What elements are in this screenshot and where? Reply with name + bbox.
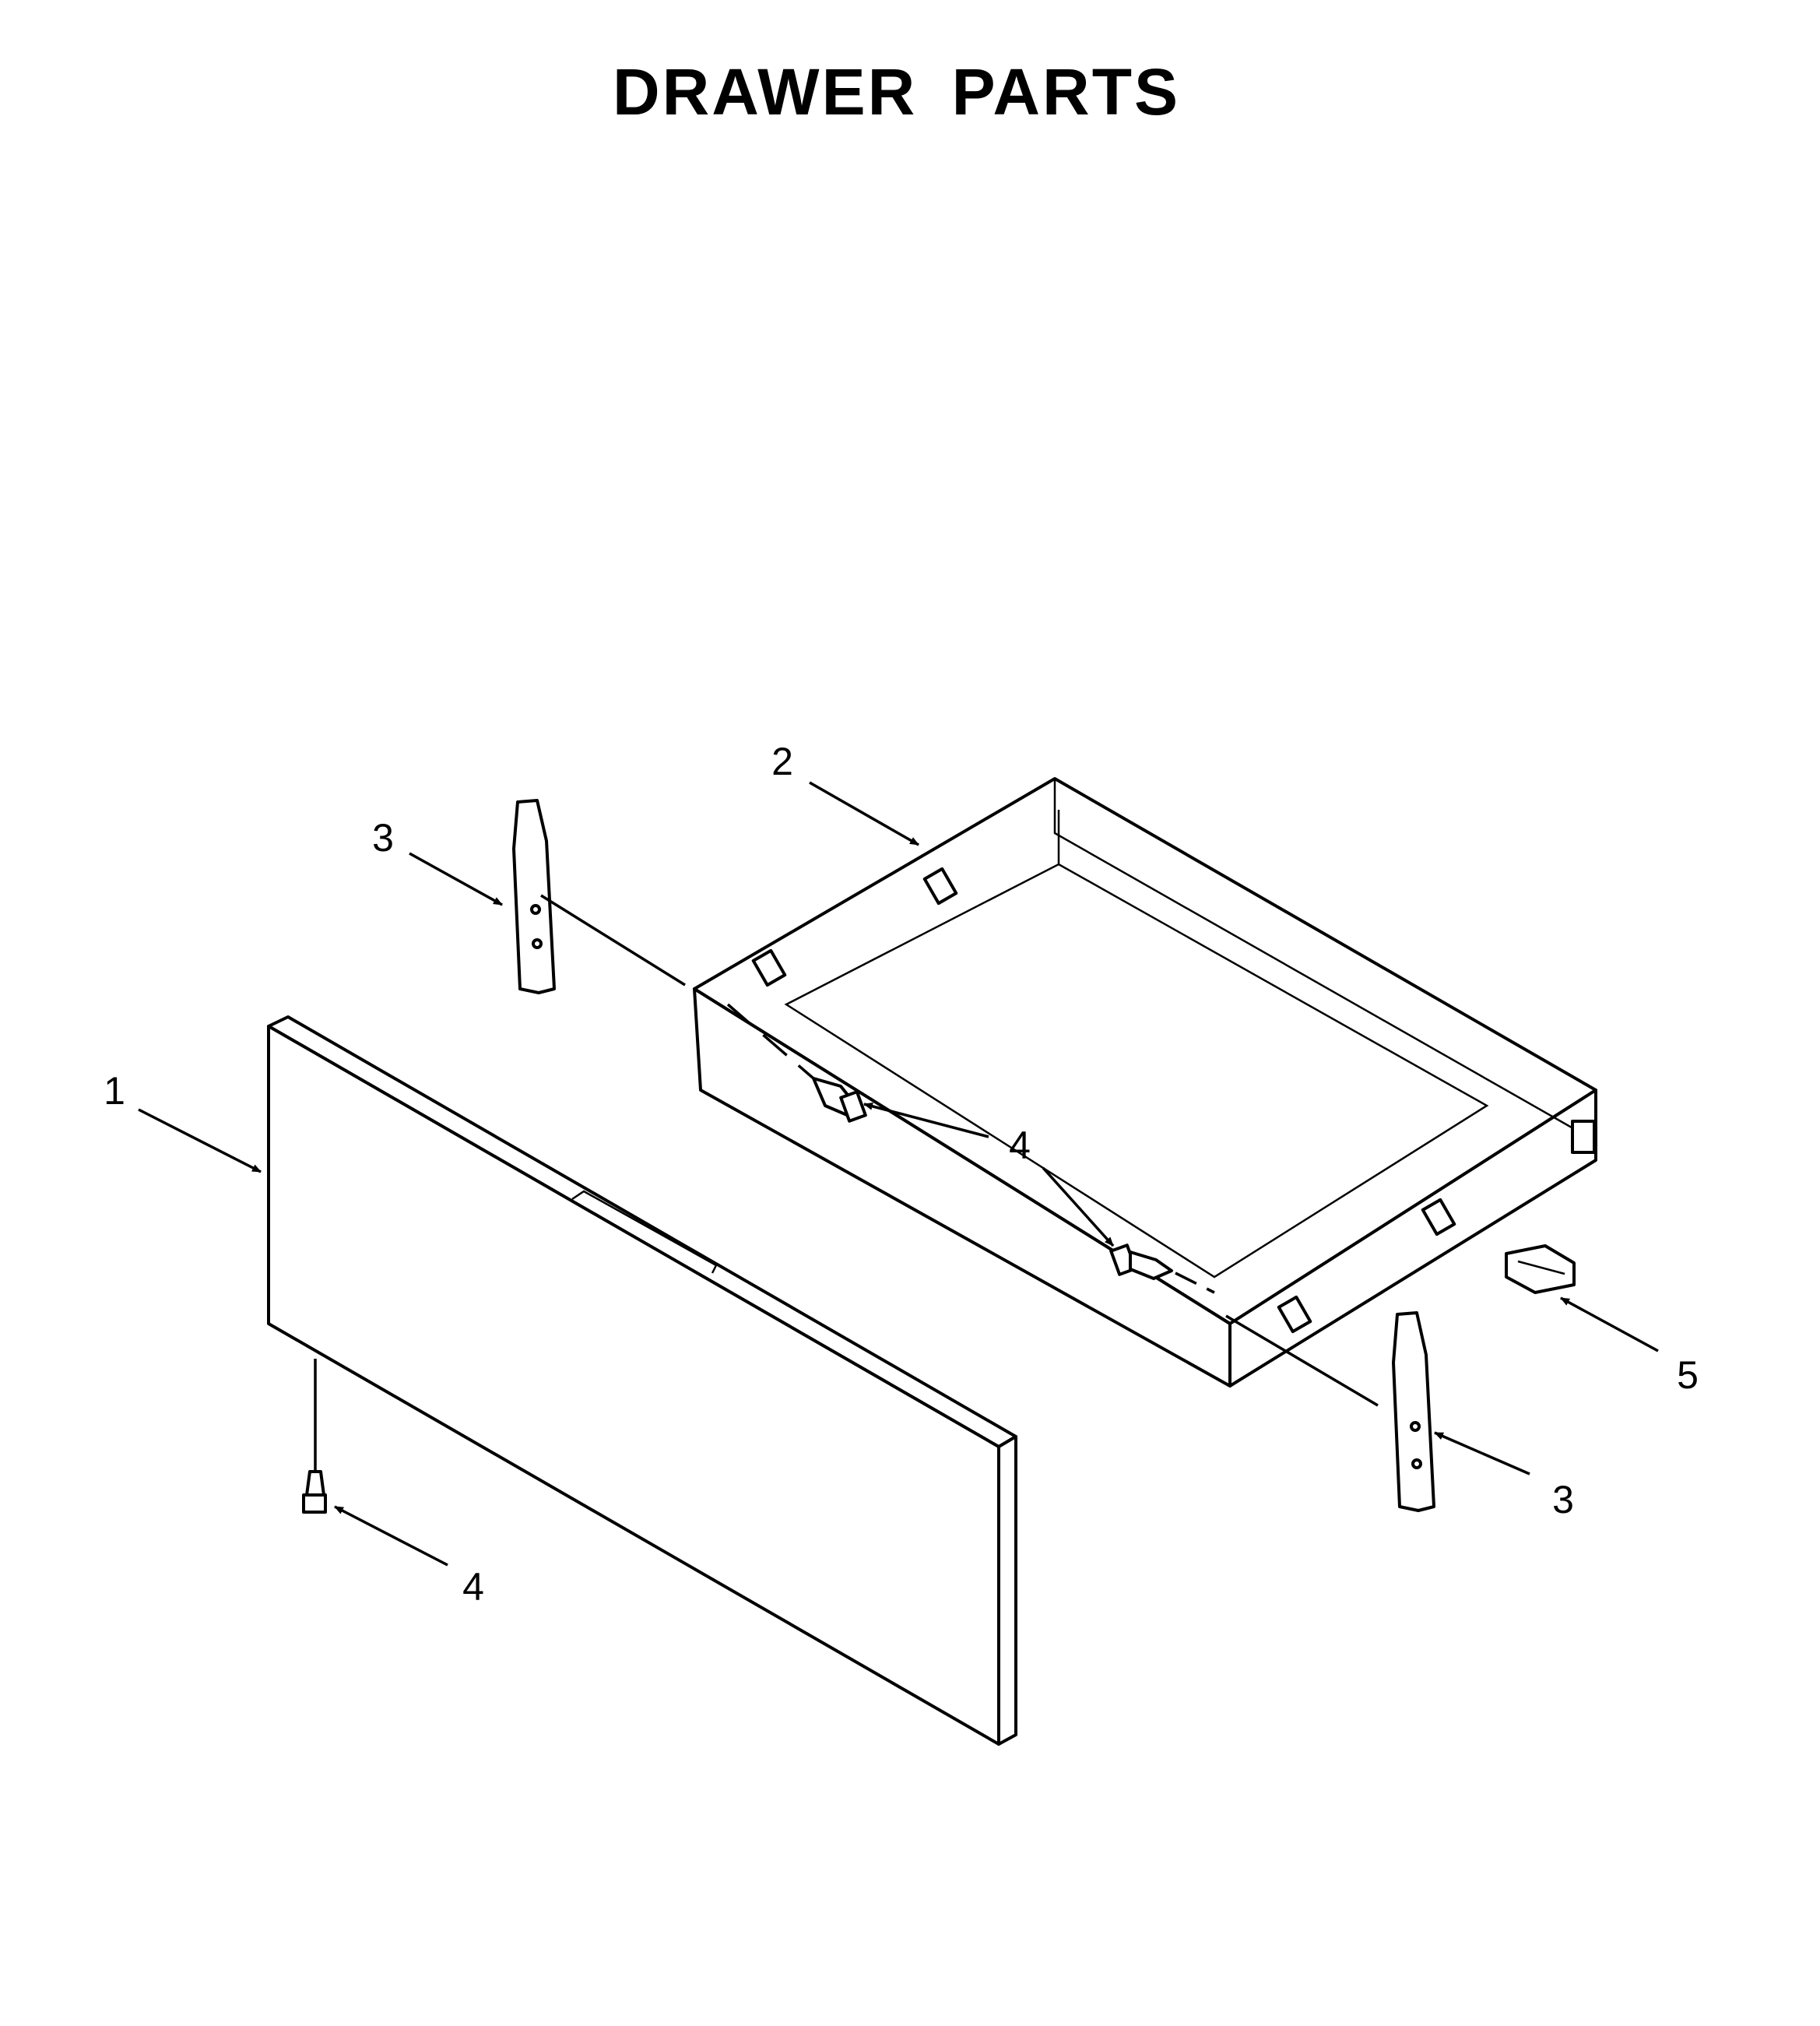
callout-4-upper: 4 (1009, 1124, 1031, 1167)
assembly-line (1225, 1314, 1379, 1407)
drawer-bracket-right (1392, 1311, 1435, 1512)
leader-arrow (138, 1108, 262, 1173)
assembly-line (726, 1003, 815, 1080)
leader-arrow (1042, 1166, 1115, 1247)
callout-3-left: 3 (372, 816, 394, 860)
screw-upper (812, 1077, 867, 1123)
screw-lower (302, 1470, 327, 1514)
leader-arrow (334, 1505, 448, 1567)
drawer-bracket-left (512, 799, 556, 994)
screw-middle (1109, 1243, 1173, 1280)
callout-2: 2 (771, 740, 793, 783)
leader-arrow (863, 1102, 989, 1138)
assembly-line (1175, 1272, 1215, 1294)
drawer-front-panel (267, 1015, 1017, 1746)
callout-3-right: 3 (1552, 1478, 1574, 1521)
callout-1: 1 (104, 1069, 125, 1113)
drawer-clip (1505, 1244, 1576, 1294)
diagram-title: DRAWER PARTS (612, 55, 1181, 128)
assembly-line (540, 894, 686, 987)
callout-4-lower: 4 (462, 1565, 484, 1609)
leader-arrow (809, 781, 919, 846)
callout-5: 5 (1677, 1353, 1699, 1397)
leader-arrow (409, 852, 503, 906)
leader-arrow (1434, 1431, 1530, 1476)
leader-arrow (1560, 1296, 1659, 1352)
